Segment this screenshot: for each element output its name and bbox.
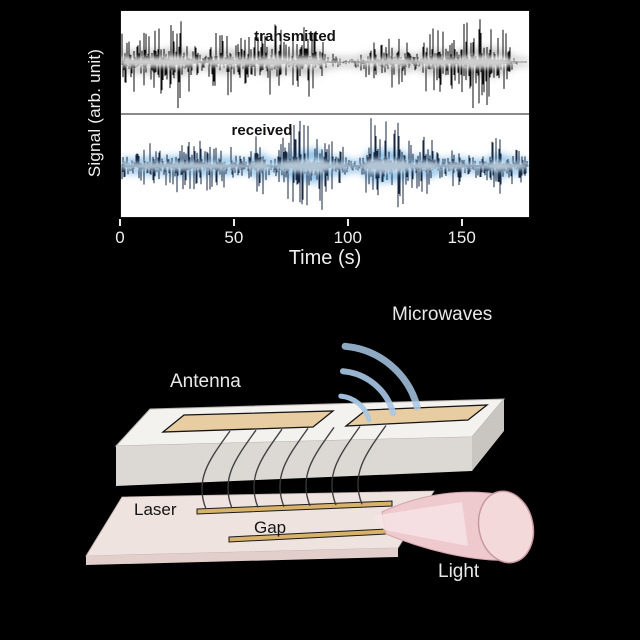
field-line-2 bbox=[227, 429, 257, 509]
series-label-transmitted: transmitted bbox=[254, 28, 336, 45]
waveform-svg bbox=[120, 10, 530, 218]
chip bbox=[114, 398, 506, 486]
label-light: Light bbox=[438, 561, 480, 582]
laser-slab-front-face bbox=[86, 548, 398, 565]
field-line-1 bbox=[201, 430, 231, 510]
field-line-7 bbox=[357, 425, 387, 505]
light-beam-cap bbox=[477, 490, 535, 564]
x-tick-mark bbox=[346, 219, 349, 226]
x-tick-label: 0 bbox=[115, 228, 125, 247]
x-tick-label: 100 bbox=[333, 228, 362, 247]
label-microwaves: Microwaves bbox=[392, 304, 493, 325]
antenna-electrode-left bbox=[161, 410, 335, 433]
plot-area: transmitted received bbox=[120, 10, 530, 218]
x-tick-label: 150 bbox=[447, 228, 476, 247]
label-gap: Gap bbox=[254, 518, 287, 537]
field-lines-group bbox=[201, 425, 387, 510]
x-tick-label: 50 bbox=[224, 228, 244, 247]
field-line-5 bbox=[305, 426, 335, 507]
laser-slab bbox=[85, 490, 435, 565]
label-laser: Laser bbox=[134, 500, 177, 519]
x-tick-mark bbox=[460, 219, 463, 226]
waveform-core-transmitted bbox=[120, 55, 530, 69]
light-beam-cone bbox=[372, 502, 468, 546]
x-axis-label: Time (s) bbox=[288, 247, 362, 269]
chip-side-face bbox=[472, 399, 504, 471]
laser-electrode-upper bbox=[196, 500, 393, 515]
microwave-arc-2 bbox=[340, 368, 397, 417]
microwave-arc-3 bbox=[341, 342, 421, 411]
antenna-electrode-right bbox=[344, 404, 489, 427]
light-beam bbox=[372, 490, 535, 564]
series-label-received: received bbox=[231, 122, 293, 139]
waveform-core-received bbox=[120, 158, 530, 174]
label-antenna: Antenna bbox=[170, 371, 241, 392]
field-line-6 bbox=[331, 425, 361, 506]
microwave-arc-1 bbox=[338, 393, 372, 423]
plot-frame bbox=[120, 10, 530, 218]
x-tick-mark bbox=[232, 219, 235, 226]
field-line-4 bbox=[279, 427, 309, 507]
field-line-3 bbox=[253, 428, 283, 508]
x-tick-mark bbox=[119, 219, 121, 226]
microwave-arcs bbox=[338, 342, 421, 423]
